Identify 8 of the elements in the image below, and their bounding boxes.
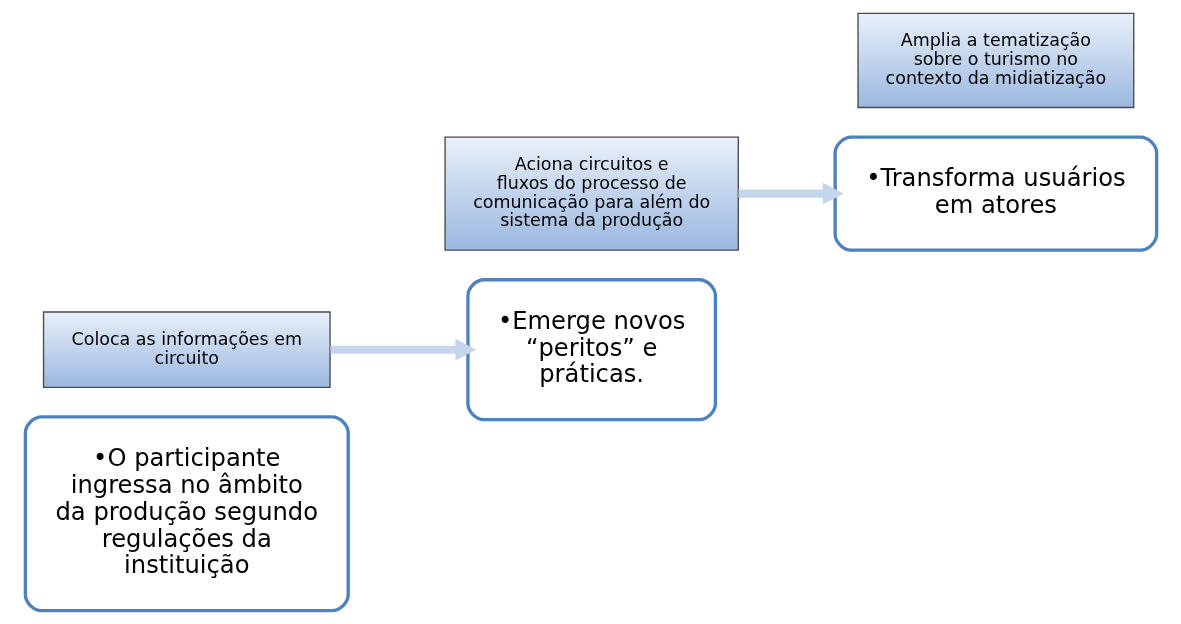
node-box: •Transforma usuários em atores [832, 135, 1158, 252]
arrow [738, 182, 844, 205]
node-box: Coloca as informações em circuito [42, 311, 331, 388]
arrow [330, 338, 476, 361]
node-box: •Emerge novos “peritos” e práticas. [465, 278, 717, 422]
node-box: •O participante ingressa no âmbito da produção segundo regulações da instituição [23, 415, 350, 613]
node-box: Aciona circuitos e fluxos do processo de comunicação para além do sistema da produção [443, 136, 739, 251]
node-box: Amplia a tematização sobre o turismo no contexto da midiatização [856, 12, 1134, 109]
